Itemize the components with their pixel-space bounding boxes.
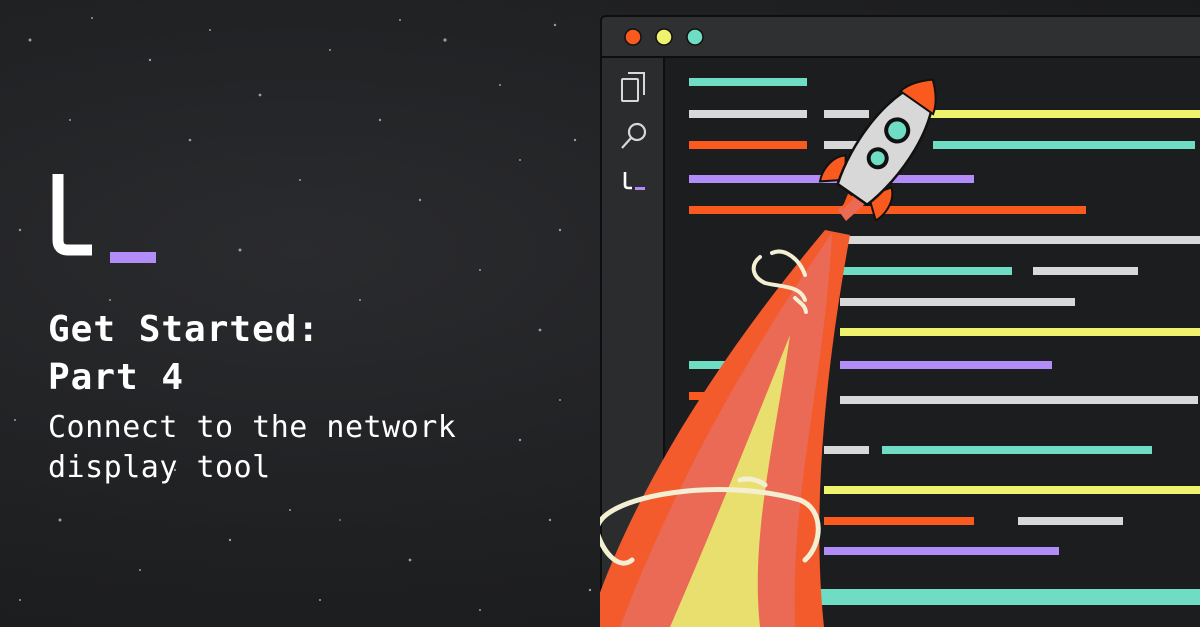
code-editor-illustration	[600, 15, 1200, 627]
rocket-exhaust-trail	[600, 190, 866, 627]
logo-icon	[623, 172, 645, 190]
subtitle-line-2: display tool	[48, 450, 271, 485]
title-line-1: Get Started:	[48, 309, 321, 350]
search-icon	[621, 122, 647, 149]
subtitle-line-1: Connect to the network	[48, 410, 457, 445]
title-line-2: Part 4	[48, 357, 185, 398]
smoke-ring-small	[751, 249, 808, 314]
brand-logo-icon	[52, 174, 156, 263]
close-window-icon	[624, 28, 642, 46]
minimize-window-icon	[655, 28, 673, 46]
editor-titlebar	[602, 17, 1200, 57]
files-icon	[621, 72, 645, 102]
page-title: Get Started: Part 4	[48, 306, 320, 402]
maximize-window-icon	[686, 28, 704, 46]
code-lines	[689, 78, 1200, 605]
smoke-ring-large	[600, 476, 821, 566]
page-subtitle: Connect to the network display tool	[48, 408, 456, 488]
rocket-icon	[818, 78, 937, 222]
